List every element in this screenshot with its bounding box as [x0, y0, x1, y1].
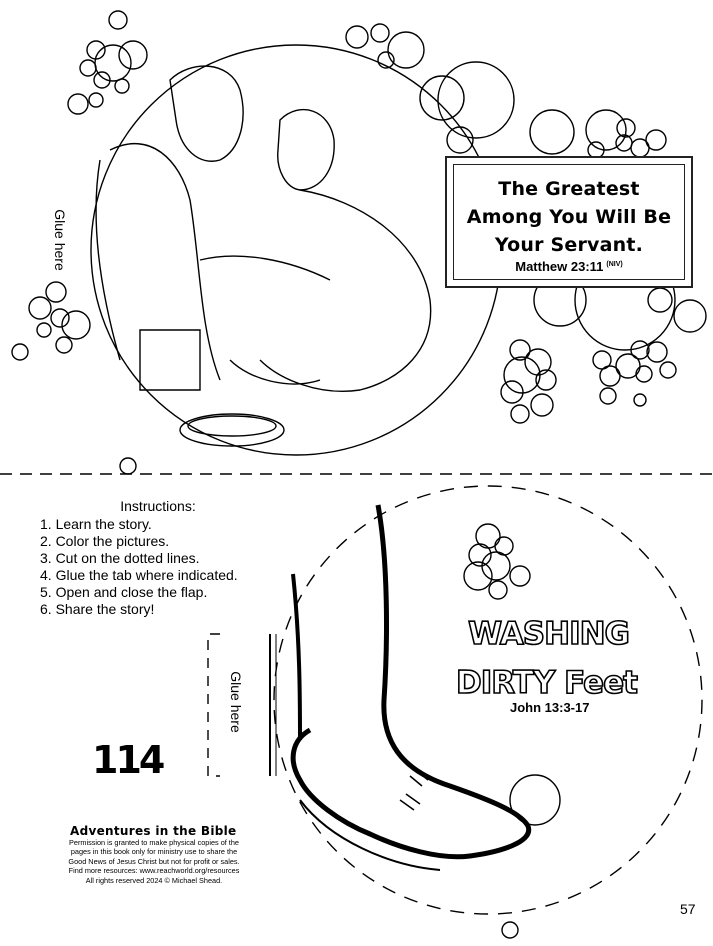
verse-version: (NIV): [606, 261, 623, 268]
verse-text: The Greatest Among You Will Be Your Serv…: [454, 175, 684, 259]
permission-line: All rights reserved 2024 © Michael Shead…: [85, 875, 223, 885]
instructions-heading: Instructions:: [120, 498, 196, 514]
glue-here-top: Glue here: [52, 209, 68, 271]
permission-line: pages in this book only for ministry use…: [70, 847, 238, 857]
story-number: 114: [92, 738, 165, 782]
verse-box: The Greatest Among You Will Be Your Serv…: [445, 156, 693, 288]
instructions: Instructions: 1. Learn the story. 2. Col…: [40, 498, 276, 618]
scene-circle: [90, 44, 502, 456]
permission-notice: Permission is granted to make physical c…: [28, 838, 280, 885]
permission-line: Good News of Jesus Christ but not for pr…: [68, 856, 240, 866]
page-number: 57: [680, 901, 696, 917]
instruction-step: 2. Color the pictures.: [40, 533, 170, 549]
verse-line-2: Among You Will Be: [466, 206, 672, 228]
verse-box-inner: The Greatest Among You Will Be Your Serv…: [453, 164, 685, 280]
story-title-line-2: DIRTY Feet: [455, 664, 639, 702]
cut-circle: [273, 485, 703, 915]
verse-line-3: Your Servant.: [494, 234, 644, 256]
verse-reference-text: Matthew 23:11: [515, 259, 604, 274]
glue-here-tab: Glue here: [228, 671, 244, 733]
instruction-step: 3. Cut on the dotted lines.: [40, 550, 200, 566]
instruction-step: 4. Glue the tab where indicated.: [40, 567, 238, 583]
permission-line: Permission is granted to make physical c…: [69, 838, 239, 847]
instruction-step: 1. Learn the story.: [40, 516, 152, 532]
verse-line-1: The Greatest: [498, 178, 640, 200]
story-title-line-1: WASHING: [467, 615, 631, 653]
permission-line: Find more resources: www.reachworld.org/…: [68, 866, 240, 876]
instruction-step: 5. Open and close the flap.: [40, 584, 208, 600]
series-title: Adventures in the Bible: [70, 824, 237, 838]
instruction-step: 6. Share the story!: [40, 601, 155, 617]
story-reference: John 13:3-17: [510, 700, 590, 715]
verse-reference: Matthew 23:11(NIV): [454, 259, 684, 274]
